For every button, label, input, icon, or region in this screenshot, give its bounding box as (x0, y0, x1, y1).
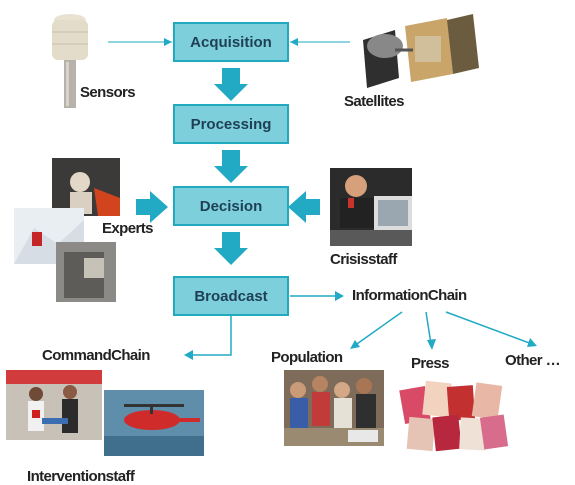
sensor-device-image (38, 12, 102, 112)
broadcast-to-command-arrow (188, 316, 232, 356)
broadcast-label: Broadcast (194, 287, 268, 305)
decision-box: Decision (173, 186, 289, 226)
population-photo (284, 370, 384, 446)
population-label: Population (271, 349, 343, 366)
info-to-population-arrow (353, 311, 403, 347)
acquisition-box: Acquisition (173, 22, 289, 62)
decision-to-broadcast-arrow (214, 232, 248, 265)
command-chain-label: CommandChain (42, 347, 150, 364)
processing-label: Processing (190, 115, 272, 133)
intervention-staff-photo-2 (104, 390, 204, 456)
information-chain-label: InformationChain (352, 287, 467, 304)
info-to-press-arrow (425, 311, 432, 345)
press-magazines-photo (398, 378, 510, 454)
crisis-staff-photo (330, 168, 412, 246)
satellites-label: Satellites (344, 93, 404, 110)
acquisition-to-processing-arrow (214, 68, 248, 101)
processing-to-decision-arrow (214, 150, 248, 183)
sensors-label: Sensors (80, 84, 136, 101)
satellite-image (355, 10, 483, 100)
info-to-other-arrow (445, 311, 533, 345)
press-label: Press (411, 355, 449, 372)
experts-label: Experts (102, 220, 153, 237)
processing-box: Processing (173, 104, 289, 144)
experts-to-decision-arrow (136, 191, 168, 223)
crisis-staff-label: Crisisstaff (330, 251, 397, 268)
broadcast-box: Broadcast (173, 276, 289, 316)
intervention-staff-label: Interventionstaff (27, 468, 135, 485)
crisisstaff-to-decision-arrow (288, 191, 320, 223)
acquisition-label: Acquisition (190, 33, 272, 51)
intervention-staff-photo-1 (6, 370, 102, 440)
decision-label: Decision (199, 197, 263, 215)
experts-photo-collage (14, 158, 140, 302)
other-label: Other … (505, 352, 561, 369)
